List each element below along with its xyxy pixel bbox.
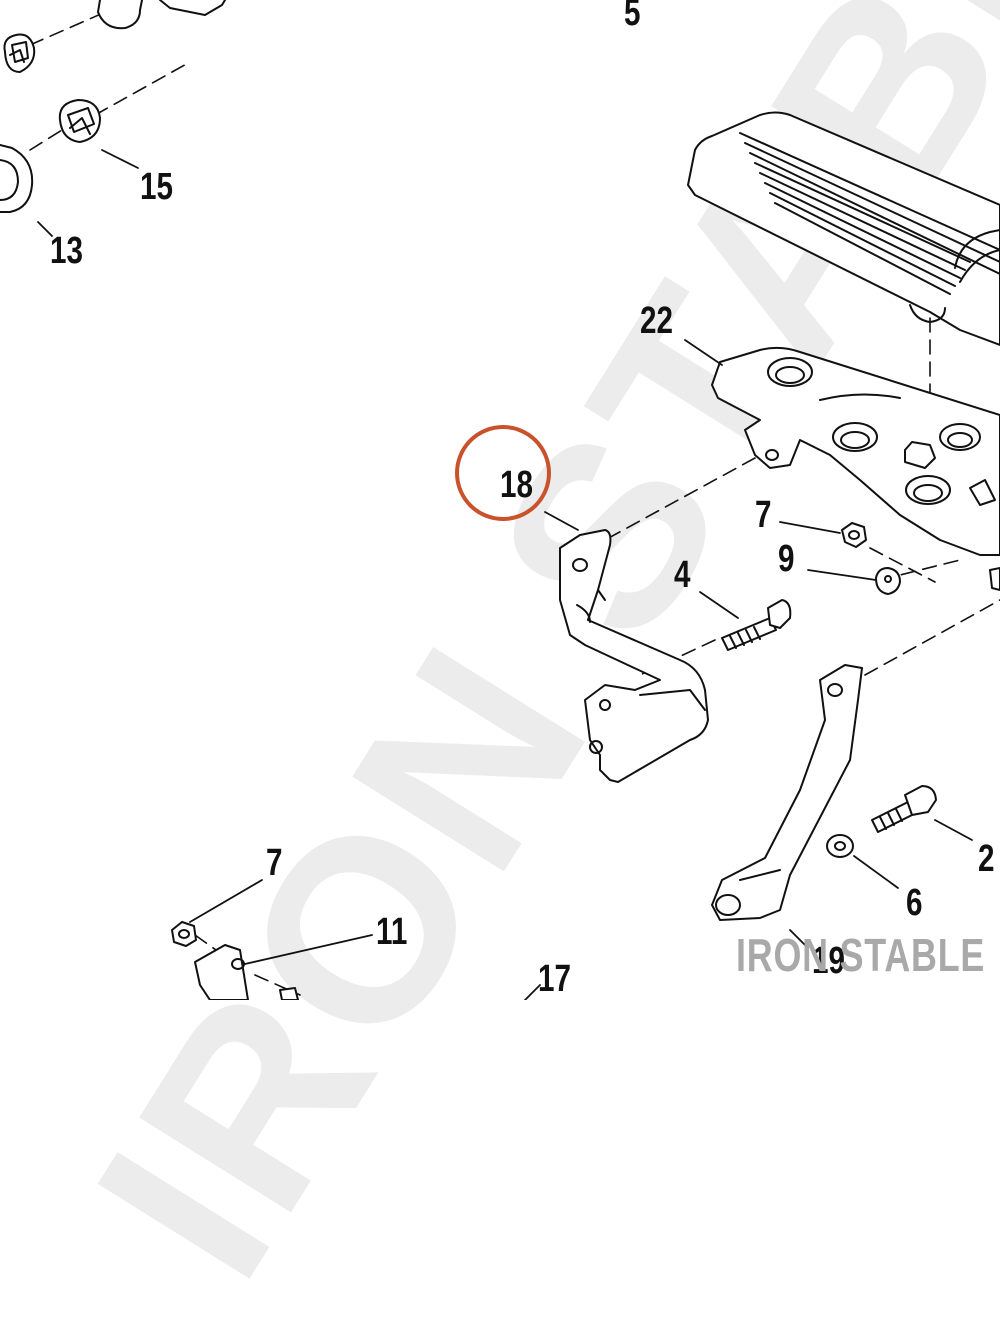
callout-7-upper: 7	[755, 494, 772, 536]
callout-9: 9	[778, 538, 795, 580]
footboard-part	[687, 111, 1000, 346]
callout-13: 13	[50, 230, 83, 272]
callout-4: 4	[674, 554, 691, 596]
mounting-plate-part-22	[711, 346, 1000, 591]
exploded-parts-diagram	[0, 0, 1000, 1000]
callout-6: 6	[906, 882, 923, 924]
callout-19: 19	[812, 940, 845, 982]
bolt-part-4	[721, 599, 792, 651]
callout-11: 11	[376, 911, 408, 953]
brand-logo-text: IRON STABLE	[736, 929, 986, 981]
callout-17: 17	[538, 958, 571, 1000]
callout-22: 22	[640, 300, 673, 342]
linkage-part-11	[194, 944, 299, 1000]
lever-bracket-part-18	[559, 529, 709, 783]
nut-top-left	[3, 33, 36, 73]
highlight-ring	[455, 425, 551, 521]
nut-part-7-bottom	[171, 921, 197, 947]
bushing-part-13	[0, 144, 34, 213]
top-bracket-part	[97, 0, 226, 30]
bolt-part-2	[871, 785, 937, 833]
leader-lines	[37, 149, 973, 1000]
callout-2: 2	[978, 838, 995, 880]
callout-7-lower: 7	[266, 842, 283, 884]
callout-5: 5	[624, 0, 641, 34]
callout-15: 15	[140, 166, 173, 208]
fastener-part-9	[875, 567, 901, 595]
callout-18: 18	[500, 464, 533, 506]
nut-part-15	[58, 99, 101, 143]
brake-lever-part-19	[711, 664, 863, 921]
washer-part-6	[826, 834, 854, 858]
nut-part-7	[841, 522, 867, 548]
